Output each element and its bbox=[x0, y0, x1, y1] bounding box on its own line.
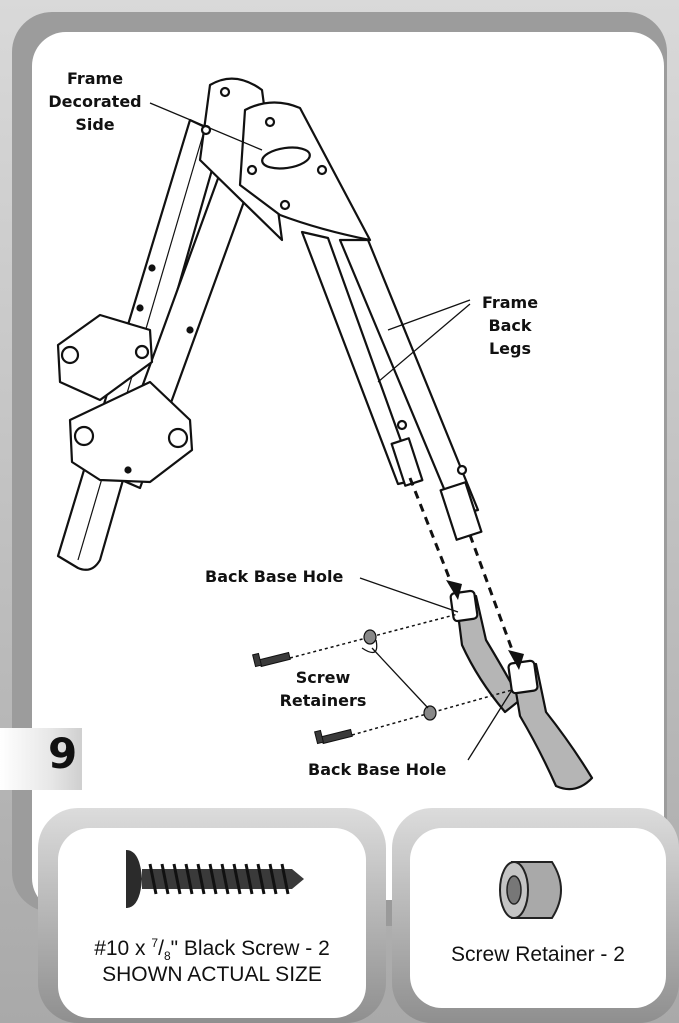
step-number-badge: 9 bbox=[0, 728, 82, 790]
screw-retainer-1 bbox=[363, 629, 377, 645]
assembly-illustration bbox=[56, 77, 594, 791]
screw-retainer-2 bbox=[423, 705, 437, 721]
retainer-label: Screw Retainer - 2 bbox=[451, 943, 625, 966]
screw-card: #10 x 7/8" Black Screw - 2 SHOWN ACTUAL … bbox=[58, 828, 366, 1018]
frame-back-leg-right bbox=[338, 238, 480, 517]
screw-label: #10 x 7/8" Black Screw - 2 bbox=[94, 936, 330, 964]
label-back-base-hole-bottom: Back Base Hole bbox=[308, 760, 447, 779]
screw-small-2 bbox=[314, 728, 353, 745]
screw-small-1 bbox=[252, 651, 291, 668]
screw-actual-size-note: SHOWN ACTUAL SIZE bbox=[102, 963, 322, 986]
frame-top-plate-front bbox=[238, 101, 372, 242]
black-screw-icon bbox=[126, 850, 304, 908]
step-number: 9 bbox=[48, 729, 78, 778]
retainer-card: Screw Retainer - 2 bbox=[410, 828, 666, 1008]
label-back-base-hole-top: Back Base Hole bbox=[205, 567, 344, 586]
label-frame-back-legs: Frame Back Legs bbox=[481, 293, 539, 358]
label-frame-decorated-side: Frame Decorated Side bbox=[48, 69, 142, 134]
screw-retainer-icon bbox=[499, 861, 562, 919]
frame-bracket-upper bbox=[56, 313, 154, 402]
label-screw-retainers: Screw Retainers bbox=[279, 668, 367, 710]
frame-bracket-lower bbox=[68, 380, 194, 484]
back-base-right bbox=[510, 662, 594, 791]
